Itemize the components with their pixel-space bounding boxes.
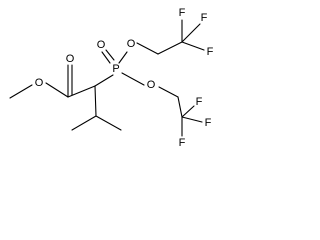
atom-phosphorus: P	[112, 63, 119, 75]
bond-upper-ch2-cf3	[157, 41, 183, 55]
bond-upper-oxygen-ch2	[136, 42, 159, 55]
atom-fluorine-upper-right: F	[207, 46, 214, 58]
bond-alpha-carbon-phosphorus	[94, 74, 114, 87]
bond-phosphoryl-double-b	[105, 49, 115, 61]
atom-labels: O O P O O O F F F F F F	[35, 7, 214, 149]
bond-alpha-carbon-isopropyl	[94, 85, 97, 117]
atom-fluorine-upper-top-right: F	[201, 12, 208, 24]
atom-ester-ether-oxygen: O	[35, 77, 44, 89]
bond-lower-cf3-f-top	[181, 105, 195, 118]
bond-lower-oxygen-ch2	[158, 86, 179, 98]
structure-canvas: O O P O O O F F F F F F	[0, 0, 232, 154]
bond-methyl-ester-oxygen	[9, 84, 33, 99]
atom-phosphonate-oxygen-lower: O	[147, 79, 156, 91]
bond-lower-ch2-cf3	[177, 96, 183, 118]
atom-phosphonate-oxygen-upper: O	[127, 38, 136, 50]
bond-carbonyl-alpha-carbon	[67, 85, 96, 98]
bond-phosphorus-oxygen-upper	[118, 51, 128, 64]
atom-phosphoryl-oxygen: O	[97, 39, 106, 51]
bond-phosphoryl-double-a	[101, 51, 111, 64]
bond-upper-cf3-f-right	[181, 41, 205, 51]
atom-fluorine-lower-top: F	[196, 96, 203, 108]
atom-fluorine-lower-right: F	[205, 117, 212, 129]
atom-ester-carbonyl-oxygen: O	[66, 53, 75, 65]
chemical-structure: O O P O O O F F F F F F	[9, 7, 214, 149]
bond-upper-cf3-f-top-right	[181, 23, 201, 43]
bonds	[9, 19, 205, 137]
bond-lower-cf3-f-right	[181, 116, 203, 123]
bond-isopropyl-methyl-right	[95, 115, 122, 131]
atom-fluorine-lower-bottom: F	[179, 137, 186, 149]
atom-fluorine-upper-top-left: F	[179, 7, 186, 19]
bond-isopropyl-methyl-left	[71, 115, 97, 131]
bond-phosphorus-oxygen-lower	[121, 72, 145, 86]
bond-ester-oxygen-carbonyl-carbon	[45, 82, 69, 98]
